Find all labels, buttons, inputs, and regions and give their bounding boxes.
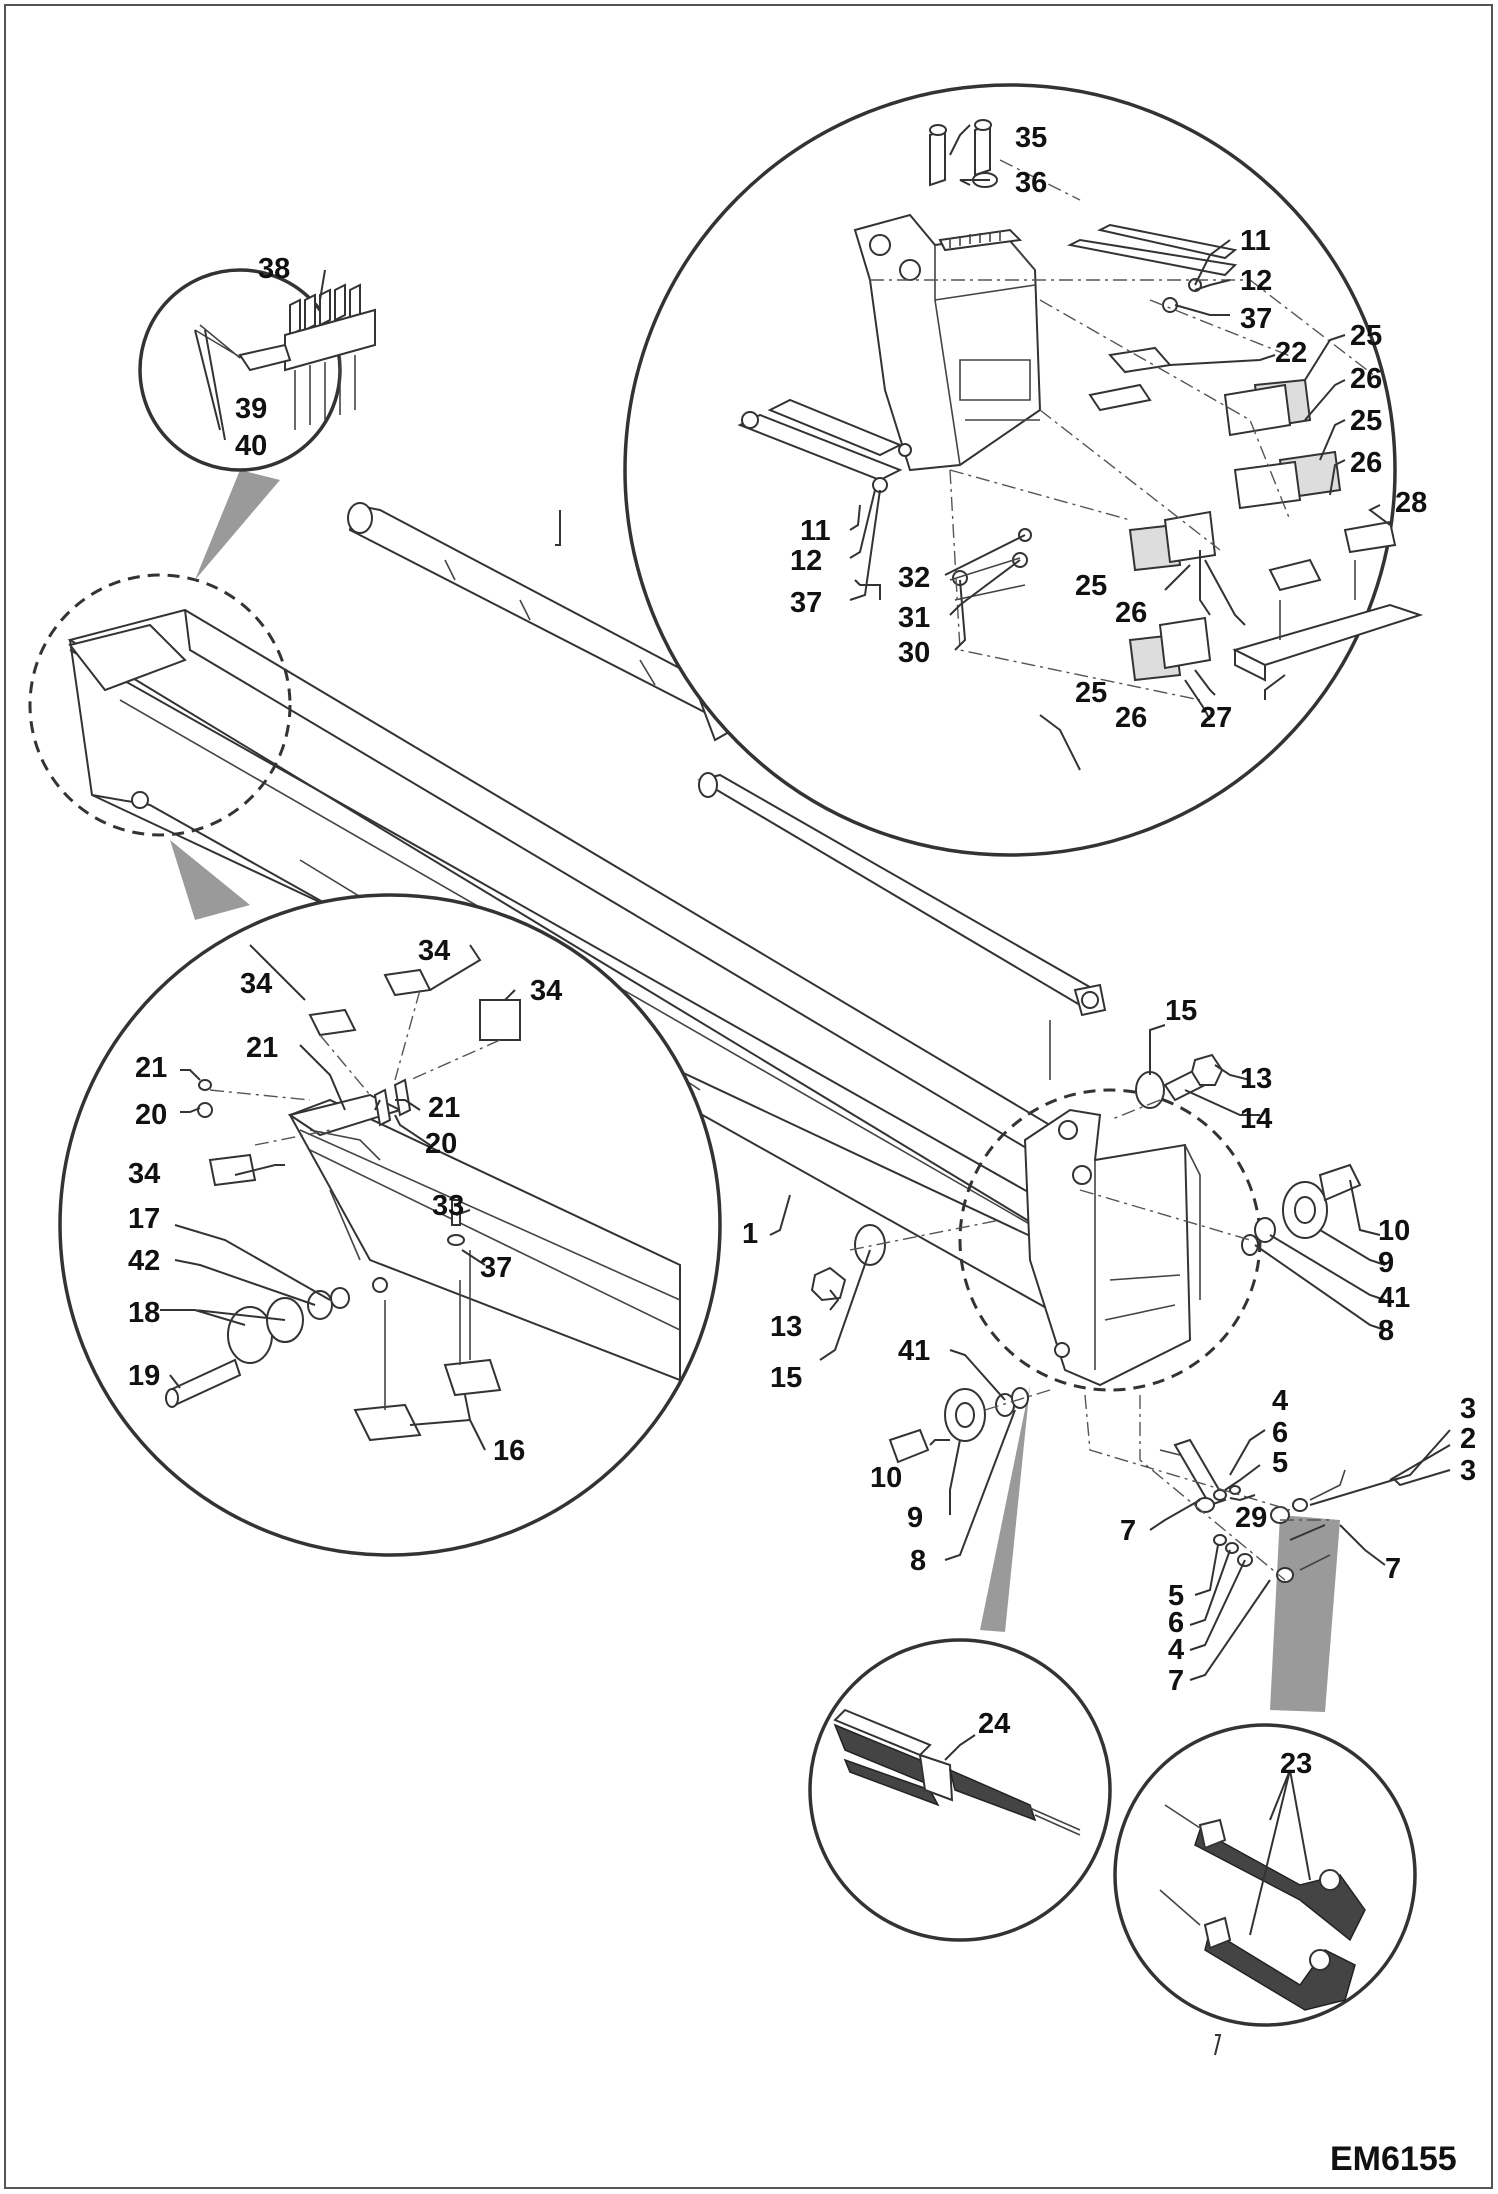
label-26: 26 <box>1115 702 1147 734</box>
drawing-code: EM6155 <box>1330 2140 1457 2178</box>
leader-lines <box>160 124 1451 2056</box>
label-25: 25 <box>1075 570 1107 602</box>
label-18: 18 <box>128 1297 160 1329</box>
label-24: 24 <box>978 1708 1010 1740</box>
label-15: 15 <box>1165 995 1197 1027</box>
label-7: 7 <box>1168 1665 1184 1697</box>
label-30: 30 <box>898 637 930 669</box>
label-41: 41 <box>1378 1282 1410 1314</box>
label-28: 28 <box>1395 487 1427 519</box>
label-35: 35 <box>1015 122 1047 154</box>
label-8: 8 <box>910 1545 926 1577</box>
label-8: 8 <box>1378 1315 1394 1347</box>
label-13: 13 <box>1240 1063 1272 1095</box>
detail-circle-connector <box>138 268 376 472</box>
callout-wedge-left <box>170 840 250 920</box>
label-37: 37 <box>480 1252 512 1284</box>
label-20: 20 <box>425 1128 457 1160</box>
label-34: 34 <box>530 975 562 1007</box>
label-3: 3 <box>1460 1393 1476 1425</box>
label-33: 33 <box>432 1190 464 1222</box>
label-41: 41 <box>898 1335 930 1367</box>
label-5: 5 <box>1168 1580 1184 1612</box>
boom-head-hardware <box>810 1053 1362 1583</box>
callout-wedge-top <box>195 470 280 580</box>
label-17: 17 <box>128 1203 160 1235</box>
detail-circle-boom-tip-large <box>58 893 722 1557</box>
label-9: 9 <box>1378 1247 1394 1279</box>
label-21: 21 <box>246 1032 278 1064</box>
label-37: 37 <box>790 587 822 619</box>
label-25: 25 <box>1350 320 1382 352</box>
label-21: 21 <box>135 1052 167 1084</box>
label-42: 42 <box>128 1245 160 1277</box>
label-25: 25 <box>1350 405 1382 437</box>
label-34: 34 <box>128 1158 160 1190</box>
label-19: 19 <box>128 1360 160 1392</box>
boom-assembly <box>67 608 1081 1311</box>
label-10: 10 <box>1378 1215 1410 1247</box>
label-26: 26 <box>1350 447 1382 479</box>
label-26: 26 <box>1115 597 1147 629</box>
label-6: 6 <box>1168 1607 1184 1639</box>
label-23: 23 <box>1280 1748 1312 1780</box>
callout-wedge-chain24 <box>980 1385 1030 1632</box>
label-27: 27 <box>1200 702 1232 734</box>
label-22: 22 <box>1275 337 1307 369</box>
label-6: 6 <box>1272 1417 1288 1449</box>
label-1: 1 <box>742 1218 758 1250</box>
label-37: 37 <box>1240 303 1272 335</box>
detail-circle-chain-24 <box>808 1638 1112 1942</box>
label-38: 38 <box>258 253 290 285</box>
label-34: 34 <box>418 935 450 967</box>
label-12: 12 <box>1240 265 1272 297</box>
label-32: 32 <box>898 562 930 594</box>
part-number-labels: 1 2 3 3 4 4 5 5 6 6 7 7 7 8 8 9 9 10 10 … <box>128 122 1476 1780</box>
label-16: 16 <box>493 1435 525 1467</box>
label-39: 39 <box>235 393 267 425</box>
label-20: 20 <box>135 1099 167 1131</box>
label-4: 4 <box>1168 1634 1184 1666</box>
label-7: 7 <box>1120 1515 1136 1547</box>
detail-circle-boom-tip <box>28 573 292 837</box>
label-15: 15 <box>770 1362 802 1394</box>
label-10: 10 <box>870 1462 902 1494</box>
detail-circle-boom-head-large <box>623 83 1424 857</box>
label-21: 21 <box>428 1092 460 1124</box>
drawing-frame <box>4 4 1493 2189</box>
label-9: 9 <box>907 1502 923 1534</box>
label-14: 14 <box>1240 1103 1272 1135</box>
label-34: 34 <box>240 968 272 1000</box>
label-5: 5 <box>1272 1447 1288 1479</box>
label-31: 31 <box>898 602 930 634</box>
callout-wedge-chain23 <box>1270 1515 1340 1712</box>
boom-head-frame <box>1023 1108 1201 1387</box>
label-29: 29 <box>1235 1502 1267 1534</box>
label-2: 2 <box>1460 1423 1476 1455</box>
label-36: 36 <box>1015 167 1047 199</box>
label-25: 25 <box>1075 677 1107 709</box>
label-12: 12 <box>790 545 822 577</box>
label-3: 3 <box>1460 1455 1476 1487</box>
label-11: 11 <box>1240 225 1271 257</box>
label-11: 11 <box>800 515 831 547</box>
label-4: 4 <box>1272 1385 1288 1417</box>
label-26: 26 <box>1350 363 1382 395</box>
label-13: 13 <box>770 1311 802 1343</box>
label-40: 40 <box>235 430 267 462</box>
label-7: 7 <box>1385 1553 1401 1585</box>
extension-rod <box>697 772 1107 1080</box>
